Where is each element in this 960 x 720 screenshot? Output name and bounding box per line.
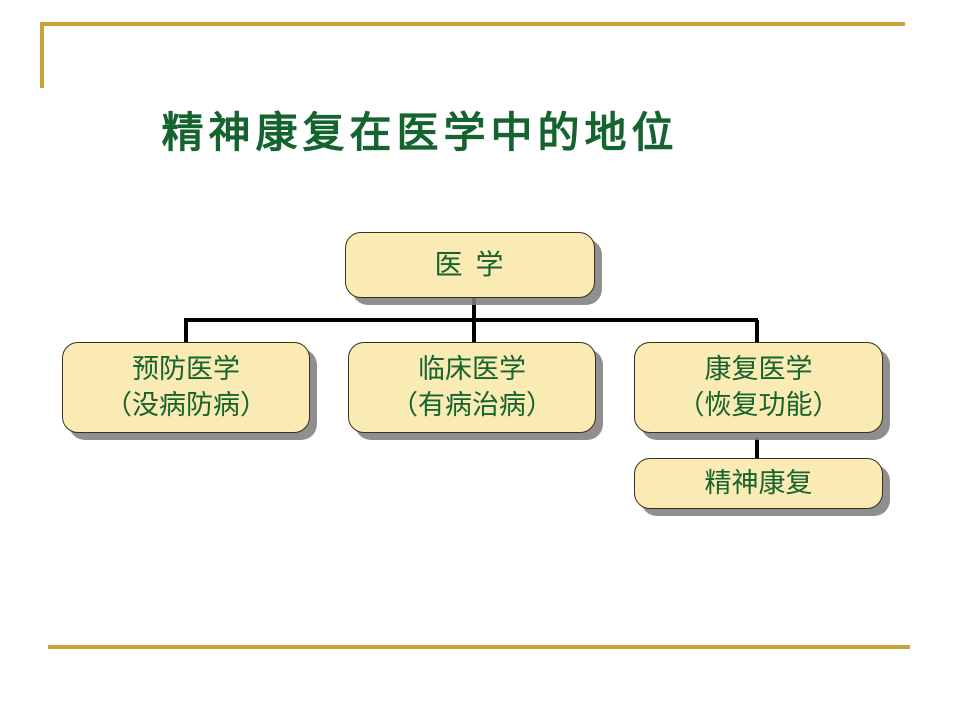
- node-rehab-line2: （恢复功能）: [677, 389, 840, 421]
- node-clinical-line2: （有病治病）: [391, 389, 553, 421]
- node-medicine-line1: 医 学: [434, 248, 506, 281]
- slide-title: 精神康复在医学中的地位: [161, 108, 679, 157]
- node-preventive-line1: 预防医学: [132, 353, 240, 385]
- left-gold-rule: [40, 22, 44, 88]
- node-rehabilitation-medicine[interactable]: 康复医学 （恢复功能）: [634, 342, 883, 433]
- node-mental-line1: 精神康复: [704, 467, 813, 499]
- bottom-gold-rule: [48, 645, 910, 649]
- node-mental-rehabilitation[interactable]: 精神康复: [634, 458, 883, 509]
- node-clinical-line1: 临床医学: [418, 353, 526, 385]
- node-clinical-medicine[interactable]: 临床医学 （有病治病）: [348, 342, 596, 433]
- node-preventive-medicine[interactable]: 预防医学 （没病防病）: [62, 342, 310, 433]
- node-preventive-line2: （没病防病）: [105, 389, 267, 421]
- top-gold-rule: [40, 22, 905, 26]
- node-medicine[interactable]: 医 学: [345, 232, 595, 298]
- node-rehab-line1: 康复医学: [704, 353, 813, 385]
